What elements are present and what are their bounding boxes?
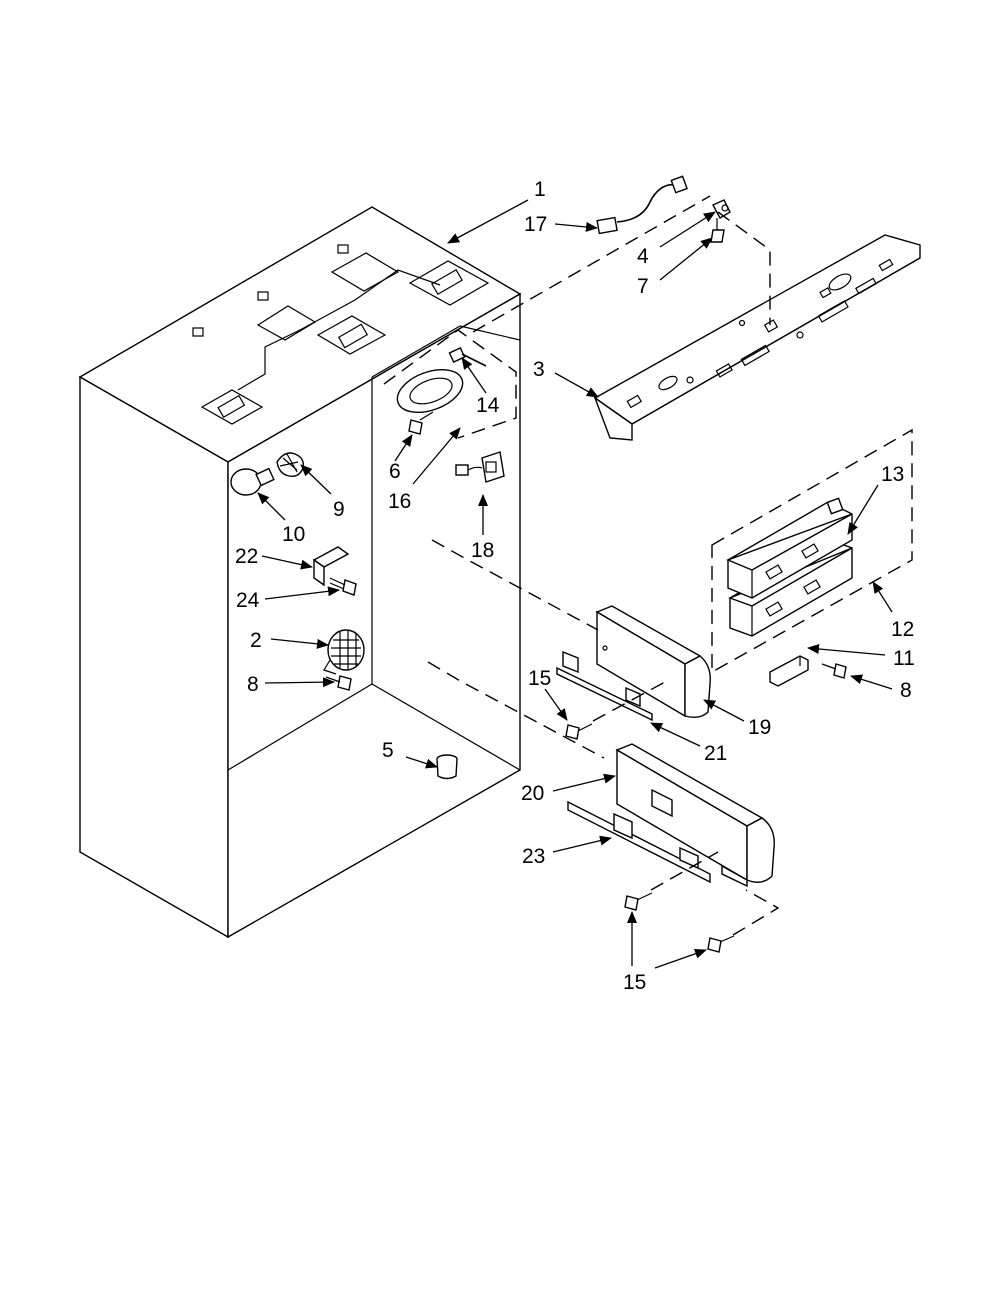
- clip-4: [712, 199, 731, 219]
- callout-11: 11: [893, 647, 915, 670]
- bracket-11: [769, 655, 809, 687]
- mullion-channel: [593, 234, 921, 441]
- wire-harness-17: [596, 175, 688, 235]
- control-group-outline: [383, 329, 517, 439]
- wire-harness-18: [455, 451, 505, 483]
- drawer-front-20: [615, 743, 775, 888]
- screw-8-right: [821, 663, 847, 679]
- screw-15-lower-b: [707, 935, 735, 953]
- screw-6: [408, 411, 434, 435]
- screw-15-lower-a: [624, 892, 653, 911]
- slide-21: [556, 650, 653, 722]
- callout-21: 21: [704, 742, 727, 765]
- callout-12: 12: [891, 618, 914, 641]
- callout-labels: 1 17 4 7 3 14 6 16 9 10 18 13 22 24 12 2…: [235, 178, 915, 994]
- callout-7: 7: [637, 275, 649, 298]
- lamp-socket: [276, 452, 305, 478]
- screw-15-upper: [565, 723, 593, 740]
- leader-lines: [257, 199, 893, 969]
- callout-9: 9: [333, 498, 345, 521]
- slide-23: [567, 800, 711, 884]
- callout-23: 23: [522, 845, 545, 868]
- bracket-22: [312, 546, 350, 587]
- callout-13: 13: [881, 463, 904, 486]
- control-box-13: [726, 497, 853, 599]
- control-box-outline: [711, 428, 913, 674]
- callout-6: 6: [389, 460, 401, 483]
- screw-24: [329, 577, 357, 596]
- assembly-guides-bottom: [427, 539, 780, 936]
- callout-5: 5: [382, 739, 394, 762]
- callout-1: 1: [534, 178, 546, 201]
- callout-17: 17: [524, 213, 547, 236]
- callout-3: 3: [533, 358, 545, 381]
- callout-18: 18: [471, 539, 494, 562]
- assembly-guides-top: [472, 195, 771, 333]
- callout-4: 4: [637, 245, 649, 268]
- screw-7: [710, 218, 725, 243]
- callout-14: 14: [476, 394, 500, 417]
- callout-2: 2: [250, 629, 262, 652]
- callout-20: 20: [521, 782, 544, 805]
- control-housing: [396, 368, 464, 414]
- light-bulb: [230, 467, 275, 496]
- callout-10: 10: [282, 523, 305, 546]
- cabinet-liner: [78, 206, 522, 939]
- thermistor-14: [448, 347, 487, 367]
- drain-fitting: [436, 754, 458, 780]
- cabinet-top-pads: [192, 244, 490, 425]
- callout-16: 16: [388, 490, 411, 513]
- callout-15-upper: 15: [528, 667, 551, 690]
- callout-15-lower: 15: [623, 971, 646, 994]
- callout-8-right: 8: [900, 679, 912, 702]
- callout-22: 22: [235, 545, 258, 568]
- callout-8-left: 8: [247, 673, 259, 696]
- callout-24: 24: [236, 589, 260, 612]
- light-cover: [323, 629, 365, 675]
- callout-19: 19: [748, 716, 771, 739]
